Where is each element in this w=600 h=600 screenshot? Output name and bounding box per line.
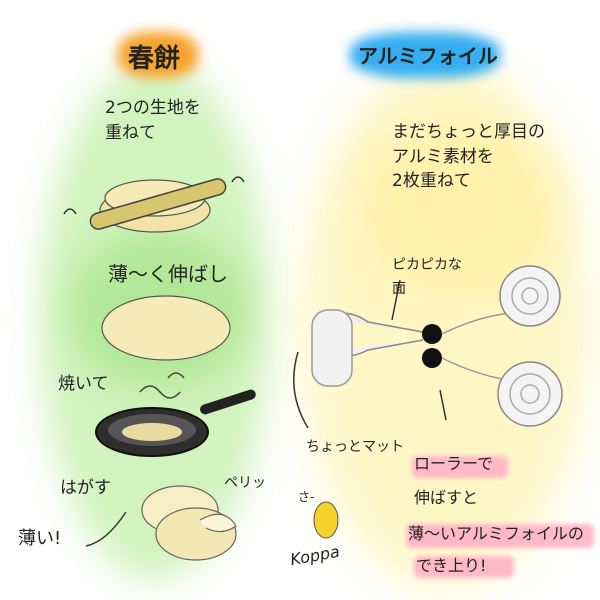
peeled-pancakes xyxy=(141,485,237,561)
matte-arrow xyxy=(293,351,309,429)
right-title-badge xyxy=(350,32,500,78)
left-title: 春餅 xyxy=(128,44,181,74)
rolled-dough xyxy=(101,295,231,361)
foil-intro: まだちょっと厚目の アルミ素材を 2枚重ねて xyxy=(392,122,545,192)
step-peel: はがす xyxy=(60,478,111,498)
peel-sfx: ペリッ xyxy=(224,475,266,491)
matte-side-label: ちょっとマット xyxy=(306,439,404,455)
result-line1: ローラーで xyxy=(414,454,494,473)
highlight-line4 xyxy=(414,556,514,578)
frying-pan xyxy=(95,389,256,457)
highlight-line3 xyxy=(406,524,594,548)
result-line4: でき上り! xyxy=(416,556,487,575)
foil-roller-machine xyxy=(311,265,563,427)
arrow-to-result xyxy=(85,511,127,547)
steam xyxy=(139,372,185,399)
shiny-arrow xyxy=(391,279,401,321)
result-arrow xyxy=(439,389,447,421)
result-thin: 薄い! xyxy=(18,528,62,549)
step-cook: 焼いて xyxy=(58,374,109,394)
step-stack-dough: 2つの生地を 重ねて xyxy=(105,98,201,143)
left-title-badge xyxy=(118,32,198,78)
chick-doodle xyxy=(313,501,339,539)
result-line2: 伸ばすと xyxy=(414,488,479,507)
right-title: アルミフォイル xyxy=(358,44,498,68)
highlight-line1 xyxy=(412,456,508,478)
dough-and-rolling-pin xyxy=(63,176,245,233)
chick-sfx: さ- xyxy=(298,490,315,504)
result-line3: 薄～いアルミフォイルの xyxy=(408,524,584,543)
step-roll-thin: 薄～く伸ばし xyxy=(108,262,228,286)
